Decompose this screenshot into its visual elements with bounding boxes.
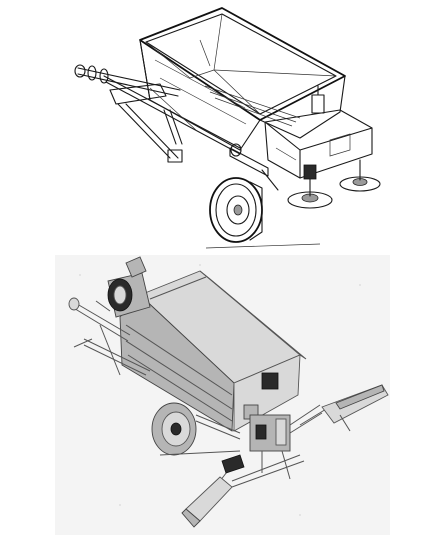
hopper-spreader-drawing — [0, 0, 444, 255]
rear-pump-and-valves — [249, 404, 323, 480]
drawbar-hitch — [74, 64, 242, 163]
hopper-body — [119, 270, 307, 432]
drawbar-hitch — [68, 297, 151, 376]
engine-front — [95, 256, 151, 318]
boom-spreader-drawing — [0, 255, 444, 535]
axle-and-wheel — [205, 147, 321, 249]
spray-booms — [181, 384, 389, 528]
rear-spinner-assembly — [264, 85, 381, 209]
hopper-body — [139, 7, 346, 151]
axle-and-wheel — [151, 402, 241, 456]
